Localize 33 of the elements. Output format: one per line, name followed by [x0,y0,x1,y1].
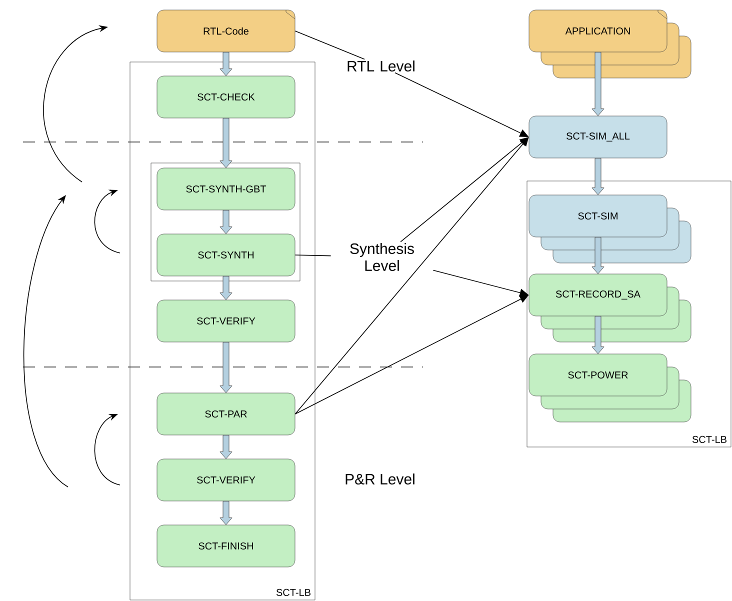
process-stack: SCT-SIM [528,194,692,264]
block-arrow [220,118,232,168]
node-label: APPLICATION [565,27,630,35]
block-arrow [220,434,232,460]
process-stack: SCT-POWER [528,354,692,422]
document-stack: APPLICATION [528,10,692,78]
block-arrow [220,210,232,234]
block-arrow [592,158,604,196]
block-arrow [592,236,604,274]
document-box: RTL-Code [156,10,296,52]
block-arrow [220,276,232,300]
process-box: SCT-VERIFY [156,300,296,342]
block-arrow [220,52,232,76]
group-box [150,162,300,282]
process-box: SCT-CHECK [156,76,296,118]
process-box: SCT-PAR [156,392,296,436]
block-arrow [220,500,232,526]
node-label: SCT-SIM [578,212,618,220]
block-arrow [592,52,604,116]
node-label: SCT-POWER [568,371,628,379]
process-box: SCT-FINISH [156,524,296,568]
process-stack: SCT-RECORD_SA [528,274,692,342]
level-label: Synthesis Level [350,242,414,271]
node-label: SCT-RECORD_SA [556,290,640,300]
process-box: SCT-SYNTH-GBT [156,168,296,210]
process-box: SCT-SIM_ALL [528,116,668,158]
level-label: P&R Level [346,473,414,484]
level-label: RTL Level [348,60,414,72]
process-box: SCT-SYNTH [156,234,296,276]
block-arrow [220,342,232,394]
arrow [294,137,529,414]
block-arrow [592,316,604,354]
process-box: SCT-VERIFY [156,458,296,502]
